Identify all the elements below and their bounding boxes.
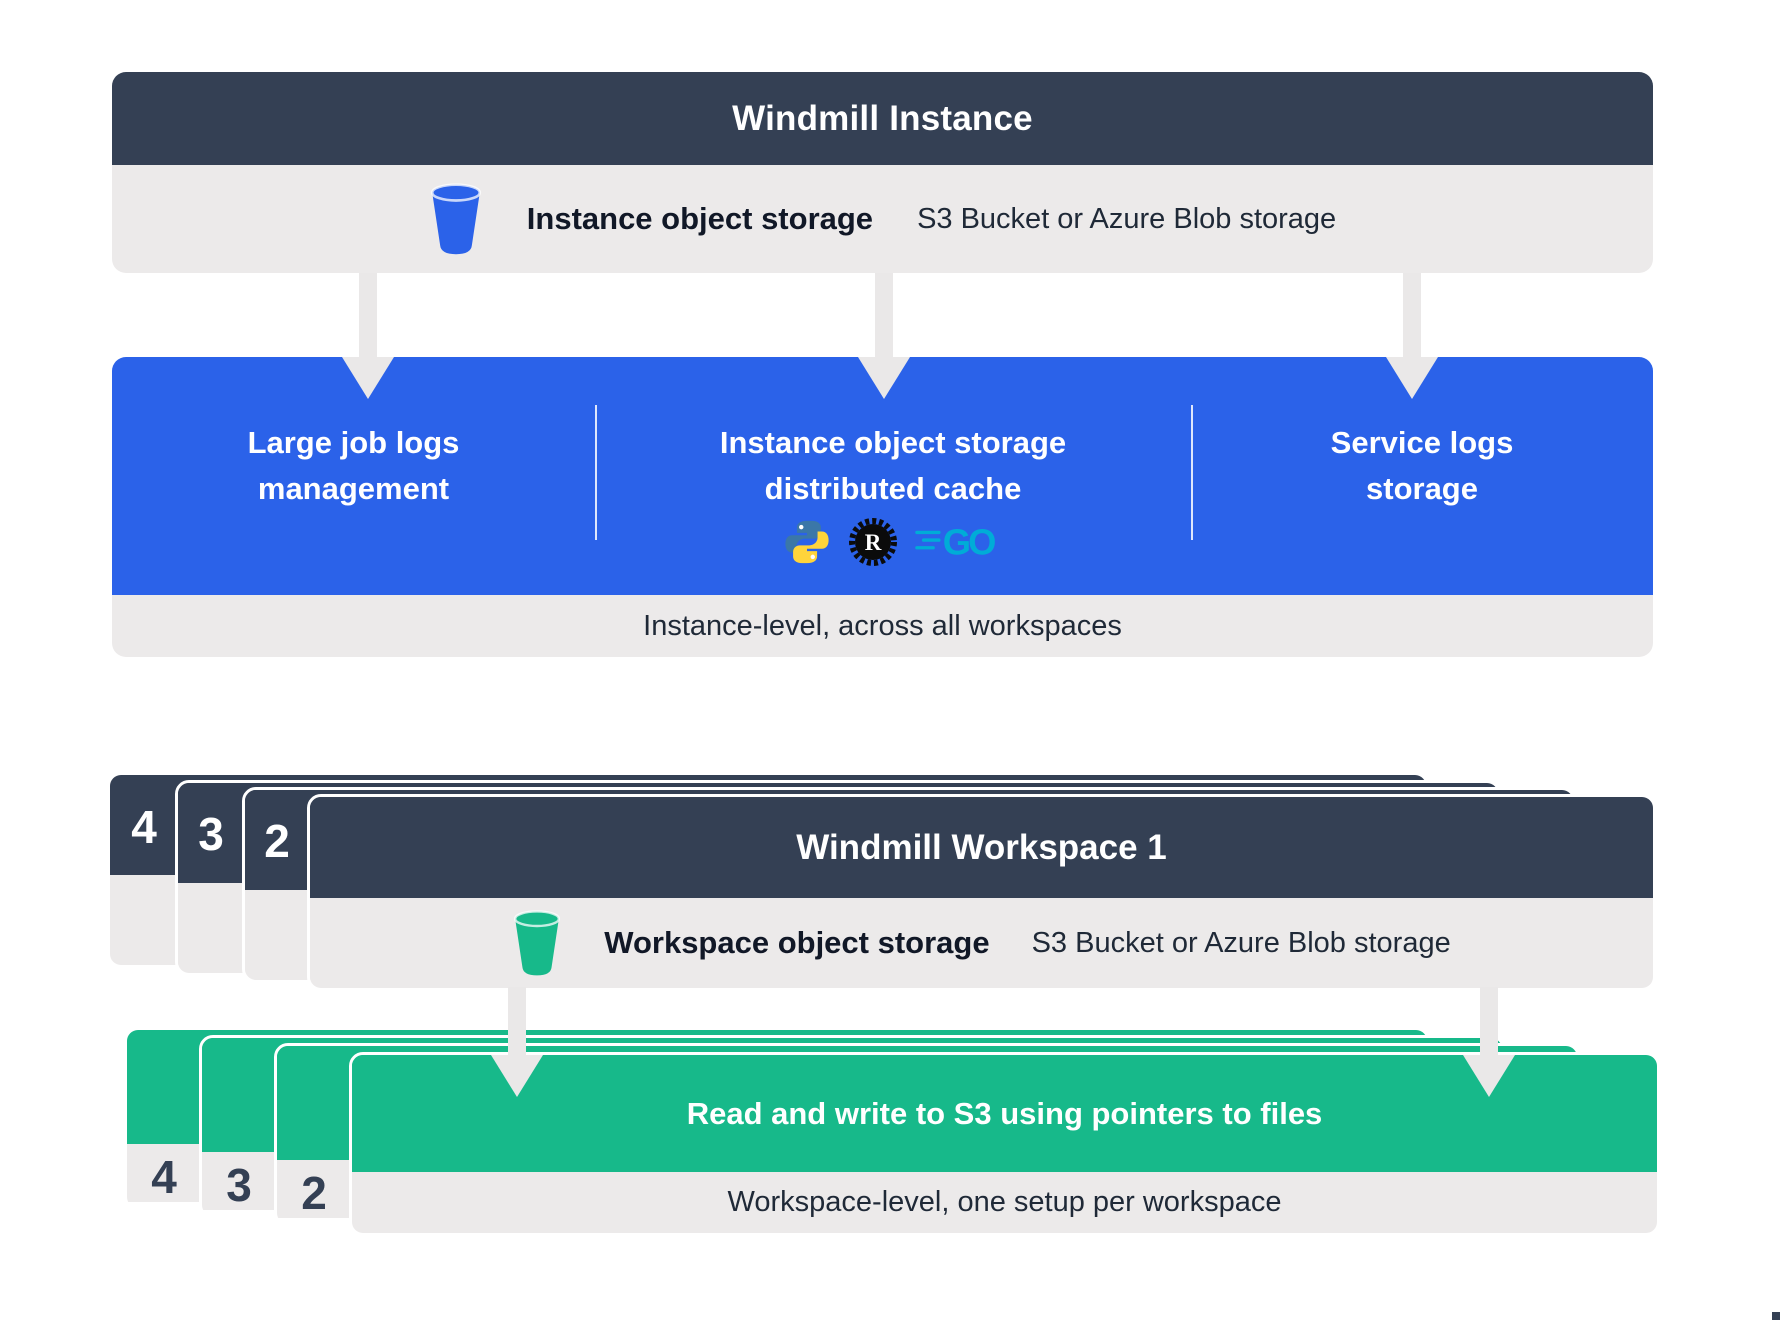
workspace-stack-number-2: 2 (264, 815, 290, 867)
workspace-storage-row: Workspace object storage S3 Bucket or Az… (310, 898, 1653, 988)
bucket-icon (514, 910, 561, 976)
arrow-down-icon (858, 273, 910, 399)
s3-sync-action-banner: Read and write to S3 using pointers to f… (352, 1055, 1657, 1172)
language-icons-row: R GO (595, 516, 1191, 568)
instance-storage-label: Instance object storage (526, 201, 874, 236)
workspace-card-header: Windmill Workspace 1 (310, 797, 1653, 898)
instance-scope-text: Instance-level, across all workspaces (643, 609, 1122, 642)
corner-artifact (1772, 1312, 1780, 1320)
workspace-stack-number-4: 4 (131, 801, 157, 853)
feature-service-logs: Service logs storage (1330, 425, 1514, 506)
s3-sync-action-text: Read and write to S3 using pointers to f… (686, 1095, 1323, 1131)
s3-sync-stack-number-4: 4 (151, 1151, 177, 1203)
workspace-title: Windmill Workspace 1 (796, 827, 1167, 867)
s3-sync-stack-number-3: 3 (226, 1159, 252, 1211)
instance-card: Windmill Instance Instance object storag… (112, 72, 1653, 273)
workspace-storage-detail: S3 Bucket or Azure Blob storage (1031, 926, 1451, 959)
s3-sync-scope-text: Workspace-level, one setup per workspace (727, 1186, 1282, 1218)
arrow-down-icon (342, 273, 394, 399)
bucket-icon (430, 183, 481, 255)
workspace-storage-label: Workspace object storage (604, 925, 990, 960)
instance-title: Windmill Instance (732, 98, 1033, 138)
workspace-card-1: Windmill Workspace 1 Workspace object st… (307, 794, 1656, 991)
go-icon: GO (915, 521, 998, 562)
instance-scope-bar: Instance-level, across all workspaces (112, 595, 1653, 657)
feature-large-job-logs: Large job logs management (247, 425, 460, 506)
python-icon (785, 520, 829, 564)
rust-icon: R (849, 518, 897, 566)
rust-letter: R (865, 530, 882, 555)
arrow-down-icon (1386, 273, 1438, 399)
s3-sync-stack-number-2: 2 (301, 1167, 327, 1219)
instance-card-header: Windmill Instance (112, 72, 1653, 165)
instance-storage-row: Instance object storage S3 Bucket or Azu… (112, 165, 1653, 273)
feature-distributed-cache: Instance object storage distributed cach… (719, 425, 1067, 506)
s3-sync-card-1: Read and write to S3 using pointers to f… (349, 1052, 1660, 1236)
arrow-down-icon (1463, 987, 1515, 1097)
arrow-down-icon (491, 987, 543, 1097)
column-divider (595, 405, 597, 540)
column-divider (1191, 405, 1193, 540)
workspace-stack-number-3: 3 (198, 808, 224, 860)
s3-sync-scope-bar: Workspace-level, one setup per workspace (352, 1172, 1657, 1233)
go-text: GO (943, 521, 995, 562)
instance-storage-detail: S3 Bucket or Azure Blob storage (917, 202, 1337, 235)
